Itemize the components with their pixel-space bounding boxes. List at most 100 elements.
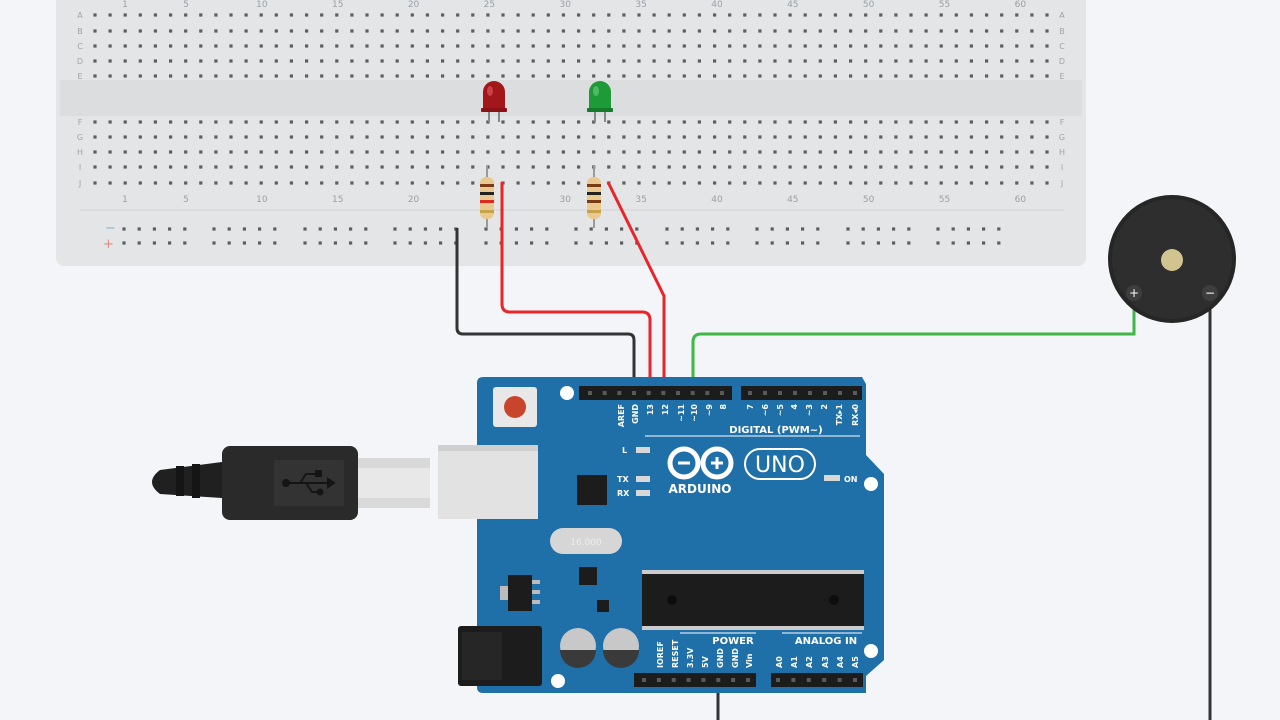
arduino-uno[interactable]: 16.000 L TX RX ON ARDUINO <box>438 377 884 693</box>
breadboard-hole <box>531 120 535 124</box>
breadboard-hole <box>577 29 581 33</box>
analog-header[interactable] <box>771 673 863 687</box>
power-pin-label: IOREF <box>656 641 665 668</box>
buzzer-plus-terminal[interactable] <box>1126 285 1142 301</box>
breadboard-hole <box>985 135 989 139</box>
breadboard-hole <box>305 181 309 185</box>
breadboard-hole <box>395 165 399 169</box>
label-rx: RX <box>617 489 630 498</box>
breadboard-hole <box>894 59 898 63</box>
breadboard-hole <box>652 120 656 124</box>
rail-hole <box>439 241 443 245</box>
breadboard-hole <box>803 13 807 17</box>
header-hole <box>763 391 767 395</box>
reset-button[interactable] <box>493 387 537 427</box>
wire-gnd-black[interactable] <box>455 228 636 392</box>
rail-hole <box>589 227 593 231</box>
breadboard-hole <box>713 150 717 154</box>
row-letter: H <box>77 148 83 157</box>
breadboard-hole <box>728 29 732 33</box>
breadboard-hole <box>894 150 898 154</box>
power-header[interactable] <box>634 673 756 687</box>
breadboard-hole <box>425 44 429 48</box>
breadboard-hole <box>199 181 203 185</box>
row-letter: G <box>77 133 83 142</box>
breadboard-hole <box>471 181 475 185</box>
led-green[interactable] <box>587 81 613 122</box>
breadboard-hole <box>924 181 928 185</box>
breadboard-hole <box>516 59 520 63</box>
breadboard-hole <box>153 165 157 169</box>
buzzer-minus-label: − <box>1205 286 1215 300</box>
breadboard-hole <box>531 29 535 33</box>
wire-pin10-green[interactable] <box>691 295 1136 392</box>
breadboard-hole <box>637 13 641 17</box>
breadboard-hole <box>486 150 490 154</box>
column-number: 10 <box>256 0 268 10</box>
breadboard-hole <box>199 59 203 63</box>
breadboard-hole <box>1015 13 1019 17</box>
breadboard-hole <box>425 135 429 139</box>
breadboard-hole <box>818 150 822 154</box>
digital-pin-label: ~5 <box>776 404 785 417</box>
breadboard-hole <box>849 181 853 185</box>
buzzer-plus-label: + <box>1129 286 1139 300</box>
digital-pin-label: 8 <box>719 404 728 410</box>
rail-hole <box>785 227 789 231</box>
digital-header-left[interactable] <box>579 386 732 400</box>
breadboard-hole <box>577 181 581 185</box>
breadboard-hole <box>184 29 188 33</box>
wire-pin13-red[interactable] <box>500 182 652 392</box>
breadboard-hole <box>924 165 928 169</box>
rail-hole <box>695 227 699 231</box>
breadboard-hole <box>123 150 127 154</box>
breadboard-hole <box>864 13 868 17</box>
wire-pin12-red[interactable] <box>606 181 666 392</box>
rail-hole <box>122 227 126 231</box>
buzzer-minus-terminal[interactable] <box>1202 285 1218 301</box>
breadboard-hole <box>138 135 142 139</box>
usb-b-port[interactable] <box>438 445 538 519</box>
breadboard-hole <box>501 150 505 154</box>
breadboard-hole <box>199 120 203 124</box>
piezo-buzzer[interactable]: + − <box>1108 195 1236 323</box>
led-red[interactable] <box>481 81 507 122</box>
breadboard-hole <box>456 165 460 169</box>
resistor-2[interactable] <box>587 166 601 228</box>
breadboard-hole <box>954 150 958 154</box>
breadboard-hole <box>743 44 747 48</box>
breadboard-hole <box>335 150 339 154</box>
breadboard-hole <box>184 59 188 63</box>
breadboard-hole <box>803 29 807 33</box>
rail-hole <box>303 241 307 245</box>
digital-header-right[interactable] <box>741 386 862 400</box>
breadboard-hole <box>123 135 127 139</box>
breadboard-hole <box>546 59 550 63</box>
breadboard-hole <box>274 29 278 33</box>
dc-power-jack[interactable] <box>458 626 542 686</box>
breadboard-hole <box>652 13 656 17</box>
breadboard-hole <box>607 13 611 17</box>
breadboard-hole <box>93 165 97 169</box>
breadboard-hole <box>1045 74 1049 78</box>
resistor-1[interactable] <box>480 166 494 228</box>
usb-cable[interactable] <box>152 446 430 520</box>
breadboard-hole <box>833 74 837 78</box>
rail-hole <box>951 241 955 245</box>
breadboard-hole <box>697 135 701 139</box>
breadboard-hole <box>592 74 596 78</box>
breadboard-hole <box>274 13 278 17</box>
breadboard-hole <box>410 165 414 169</box>
breadboard-hole <box>682 29 686 33</box>
breadboard-hole <box>894 74 898 78</box>
breadboard-hole <box>1000 150 1004 154</box>
label-on: ON <box>844 475 858 484</box>
breadboard-hole <box>985 120 989 124</box>
breadboard-hole <box>365 44 369 48</box>
breadboard-hole <box>637 181 641 185</box>
breadboard-hole <box>516 120 520 124</box>
breadboard-hole <box>335 74 339 78</box>
